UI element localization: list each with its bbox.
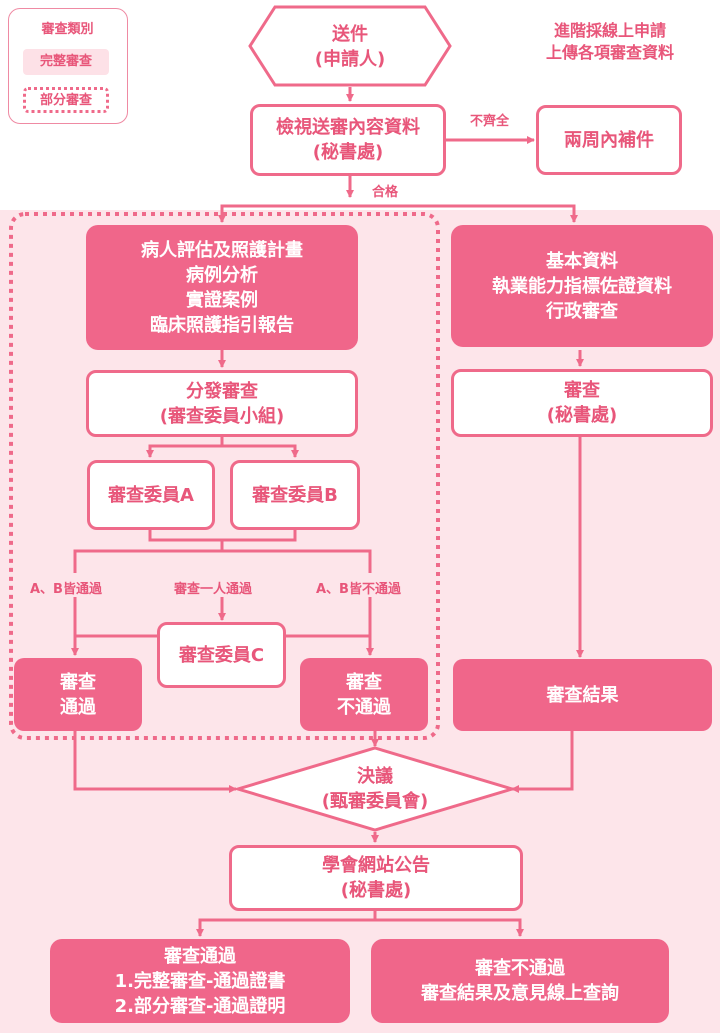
edge-label-one-pass: 審查一人通過 — [174, 582, 253, 597]
review-pass-line-2: 通過 — [60, 696, 96, 718]
review-pass-line-1: 審查 — [60, 671, 96, 693]
final-pass-line-3: 2.部分審查-通過證明 — [114, 995, 286, 1017]
node-supplement: 兩周內補件 — [536, 105, 682, 175]
review-fail-line-2: 不通過 — [337, 696, 391, 718]
node-review-pass: 審查 通過 — [14, 658, 142, 731]
right-docs-line-2: 執業能力指標佐證資料 — [492, 275, 672, 297]
legend-full-review: 完整審查 — [23, 49, 109, 75]
legend-title: 審查類別 — [41, 22, 94, 37]
left-docs-line-4: 臨床照護指引報告 — [150, 314, 294, 336]
node-right-documents: 基本資料 執業能力指標佐證資料 行政審查 — [451, 225, 713, 347]
decision-title: 決議 — [357, 766, 393, 787]
final-pass-line-1: 審查通過 — [164, 945, 236, 967]
node-reviewer-b: 審查委員B — [230, 460, 360, 530]
review-fail-line-1: 審查 — [346, 671, 382, 693]
final-fail-line-2: 審查結果及意見線上查詢 — [421, 983, 619, 1004]
right-review-title: 審查 — [564, 380, 600, 401]
right-docs-line-1: 基本資料 — [546, 250, 618, 272]
node-submit: 送件 (申請人) — [260, 10, 440, 84]
legend-partial-review: 部分審查 — [23, 87, 109, 113]
announce-title: 學會網站公告 — [322, 855, 430, 876]
node-right-result: 審查結果 — [453, 659, 712, 731]
left-docs-line-1: 病人評估及照護計畫 — [141, 239, 303, 261]
node-reviewer-a: 審查委員A — [87, 460, 215, 530]
note-line-2: 上傳各項審查資料 — [545, 43, 674, 62]
node-review-fail: 審查 不通過 — [300, 658, 428, 731]
legend: 審查類別 完整審查 部分審查 — [8, 8, 128, 124]
final-fail-line-1: 審查不通過 — [475, 958, 565, 979]
assign-title: 分發審查 — [186, 380, 258, 402]
node-left-documents: 病人評估及照護計畫 病例分析 實證案例 臨床照護指引報告 — [86, 225, 358, 350]
node-final-pass: 審查通過 1.完整審查-通過證書 2.部分審查-通過證明 — [50, 939, 350, 1023]
node-final-fail: 審查不通過 審查結果及意見線上查詢 — [371, 939, 669, 1023]
assign-actor: (審查委員小組) — [159, 405, 285, 427]
check-actor: (秘書處) — [312, 142, 384, 163]
node-reviewer-c: 審查委員C — [157, 622, 286, 688]
submit-hexagon — [248, 5, 452, 87]
decision-diamond — [232, 746, 518, 832]
supplement-title: 兩周內補件 — [564, 129, 654, 151]
announce-actor: (秘書處) — [340, 880, 412, 901]
right-review-actor: (秘書處) — [546, 405, 618, 426]
submit-actor: (申請人) — [314, 49, 386, 70]
left-docs-line-3: 實證案例 — [186, 289, 258, 311]
edge-label-both-fail: A、B皆不通過 — [316, 582, 401, 597]
left-docs-line-2: 病例分析 — [186, 264, 258, 286]
online-note: 進階採線上申請 上傳各項審查資料 — [520, 20, 700, 64]
node-announce: 學會網站公告 (秘書處) — [229, 845, 523, 911]
edge-label-both-pass: A、B皆通過 — [30, 582, 102, 597]
edge-label-incomplete: 不齊全 — [470, 114, 510, 129]
node-check-documents: 檢視送審內容資料 (秘書處) — [250, 104, 446, 176]
reviewer-a-label: 審查委員A — [108, 484, 194, 506]
check-title: 檢視送審內容資料 — [276, 117, 420, 138]
node-right-review: 審查 (秘書處) — [451, 369, 713, 437]
node-assign-review: 分發審查 (審查委員小組) — [86, 370, 358, 437]
submit-title: 送件 — [332, 24, 368, 45]
right-result-label: 審查結果 — [546, 684, 619, 706]
node-decision: 決議 (甄審委員會) — [280, 760, 470, 818]
decision-actor: (甄審委員會) — [321, 791, 429, 812]
note-line-1: 進階採線上申請 — [553, 21, 666, 40]
reviewer-b-label: 審查委員B — [252, 484, 338, 506]
reviewer-c-label: 審查委員C — [178, 644, 265, 666]
right-docs-line-3: 行政審查 — [546, 300, 618, 322]
final-pass-line-2: 1.完整審查-通過證書 — [114, 970, 286, 992]
edge-label-qualified: 合格 — [372, 185, 399, 200]
